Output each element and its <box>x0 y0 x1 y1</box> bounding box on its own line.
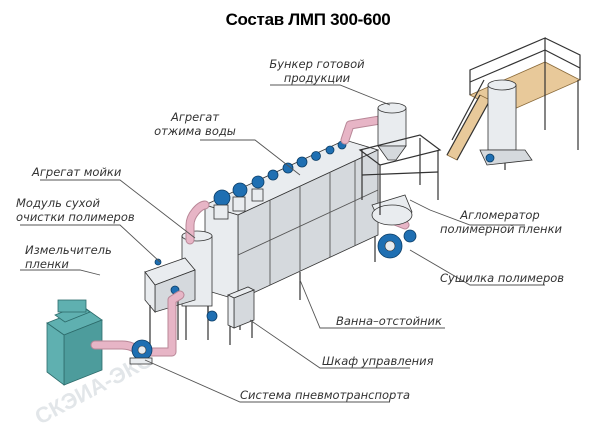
label-dryer: Сушилка полимеров <box>440 271 564 285</box>
leader-lines <box>20 84 545 403</box>
label-settling-tank-line1: Ванна–отстойник <box>336 314 442 328</box>
label-bunker-line2: продукции <box>283 71 351 85</box>
label-bunker: Бункер готовой продукции <box>258 57 376 85</box>
label-dry-module-line2: очистки полимеров <box>16 210 135 224</box>
dryer-drawing <box>371 194 417 259</box>
label-shredder-line1: Измельчитель <box>25 243 112 257</box>
control-cabinet-drawing <box>227 286 255 345</box>
label-shredder: Измельчитель пленки <box>25 243 112 271</box>
dry-module-drawing <box>144 257 196 345</box>
label-control-cabinet: Шкаф управления <box>322 354 434 368</box>
label-squeeze-line1: Агрегат <box>170 110 220 124</box>
squeeze-motors-drawing <box>213 140 347 220</box>
label-squeeze: Агрегат отжима воды <box>140 110 250 138</box>
label-dry-module: Модуль сухой очистки полимеров <box>16 196 135 224</box>
label-washer-line1: Агрегат мойки <box>32 165 122 179</box>
label-dry-module-line1: Модуль сухой <box>16 196 100 210</box>
label-shredder-line2: пленки <box>25 257 69 271</box>
label-agglomerator-line1: Агломератор <box>460 208 540 222</box>
label-settling-tank: Ванна–отстойник <box>336 314 442 328</box>
label-pneumo: Система пневмотранспорта <box>240 388 410 402</box>
label-washer: Агрегат мойки <box>32 165 121 179</box>
label-agglomerator-line2: полимерной пленки <box>440 222 562 236</box>
label-bunker-line1: Бункер готовой <box>269 57 365 71</box>
pneumo-fan-drawing <box>129 339 153 365</box>
label-squeeze-line2: отжима воды <box>154 124 236 138</box>
agglomerator-drawing <box>446 37 581 170</box>
bunker-drawing <box>358 102 442 215</box>
label-dryer-line1: Сушилка полимеров <box>440 271 565 285</box>
label-agglomerator: Агломератор полимерной пленки <box>440 208 562 236</box>
shredder-drawing <box>46 299 103 386</box>
label-control-cabinet-line1: Шкаф управления <box>322 354 434 368</box>
label-pneumo-line1: Система пневмотранспорта <box>240 388 411 402</box>
diagram-title: Состав ЛМП 300-600 <box>225 10 391 29</box>
